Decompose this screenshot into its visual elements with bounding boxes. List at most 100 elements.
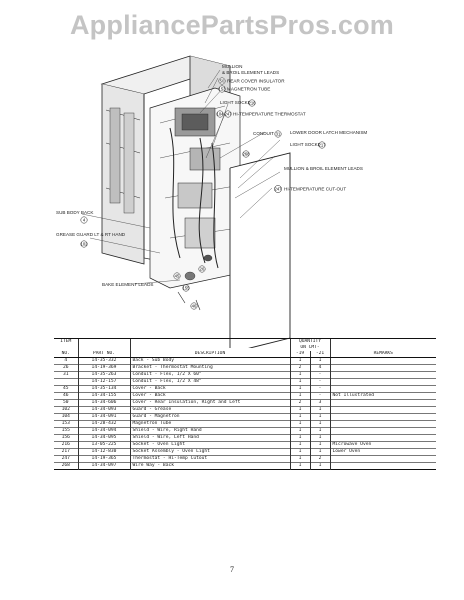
- cell-item: 104: [61, 414, 70, 419]
- col-qty-21: -21: [309, 351, 331, 358]
- callout-conduit: CONDUIT: [253, 131, 274, 136]
- cell-part: 14-34-095: [77, 434, 130, 442]
- cell-remarks: [329, 462, 437, 470]
- cell-q19: 1: [289, 406, 310, 414]
- cell-remarks: [329, 420, 437, 428]
- cell-q19: 1: [289, 455, 310, 463]
- cell-item: 26: [62, 365, 69, 370]
- cell-part: 14-35-263: [77, 371, 130, 379]
- cell-remarks: [329, 406, 437, 414]
- ref-num: 153: [219, 87, 227, 92]
- callout-thermostat: HI-TEMPERATURE THERMOSTAT: [233, 112, 306, 117]
- cell-part: 14-12-157: [77, 378, 130, 386]
- cell-q19: 1: [289, 392, 310, 400]
- callout-mullion-mid: MULLION & BROIL ELEMENT LEADS: [284, 166, 363, 171]
- cell-item: 156: [61, 435, 70, 440]
- parts-table-wrapper: ITEM QUANTITY ON CMT- NO. PART NO. DESCR…: [54, 338, 437, 470]
- cell-desc: Cover - Back: [129, 385, 290, 393]
- callout-magnetron: MAGNETRON TUBE: [227, 87, 270, 92]
- page-number: 7: [230, 565, 234, 574]
- cell-part: 14-19-365: [77, 455, 130, 463]
- cell-q21: -: [309, 392, 331, 400]
- callout-sub-body: SUB BODY BACK: [56, 210, 94, 215]
- cell-part: 14-35-332: [77, 357, 130, 365]
- cell-item: 153: [61, 421, 70, 426]
- callout-rear-cover: REAR COVER INSULATOR: [227, 79, 285, 84]
- cell-desc: Magnetron Tube: [129, 420, 290, 428]
- col-part-no: PART NO.: [77, 351, 130, 358]
- oven-drawing: [100, 55, 291, 348]
- callout-cutout: HI-TEMPERATURE CUT-OUT: [284, 187, 346, 192]
- parts-table: ITEM QUANTITY ON CMT- NO. PART NO. DESCR…: [54, 338, 437, 470]
- cell-remarks: [329, 427, 437, 435]
- callout-bake: BAKE ELEMENT LEADS: [102, 282, 154, 287]
- cell-item: 216: [61, 442, 70, 447]
- callout-grease-guard: GREASE GUARD LT & RT HAND: [56, 232, 126, 237]
- callout-mullion-top: MULLION: [222, 64, 242, 69]
- cell-desc: Thermostat - Hi-Temp Cutout: [129, 455, 290, 463]
- ref-num: 50: [220, 79, 225, 84]
- cell-part: 14-34-091: [77, 413, 130, 421]
- cell-q19: 1: [289, 378, 310, 386]
- cell-q21: 1: [309, 462, 331, 470]
- cell-part: 14-28-432: [77, 420, 130, 428]
- ref-num: 247: [275, 187, 283, 192]
- col-description: DESCRIPTION: [129, 351, 290, 358]
- cell-desc: Guard - Grease: [129, 406, 290, 414]
- leader-lines: [81, 69, 281, 285]
- cell-remarks: Lower Oven: [329, 448, 437, 456]
- cell-desc: Shield - Wire, Right Hand: [129, 427, 290, 435]
- cell-item: 31: [62, 372, 69, 377]
- cell-q19: 1: [289, 448, 310, 456]
- cell-q21: 1: [309, 406, 331, 414]
- cell-q21: 1: [309, 357, 331, 365]
- cell-part: 14-19-369: [77, 364, 130, 372]
- cell-part: 14-34-155: [77, 392, 130, 400]
- callout-light-lower: LIGHT SOCKET: [290, 142, 324, 147]
- exploded-diagram: MULLION & BROIL ELEMENT LEADS 50 REAR CO…: [56, 55, 367, 348]
- cell-remarks: Not Illustrated: [329, 392, 437, 400]
- ref-num: 217: [319, 143, 327, 148]
- cell-q21: -: [309, 385, 331, 393]
- watermark: AppliancePartsPros.com: [69, 10, 394, 40]
- cell-remarks: [329, 357, 437, 365]
- cell-desc: Conduit - Flex, 1/2 X 60": [129, 371, 290, 379]
- callout-light-upper: LIGHT SOCKET: [220, 100, 254, 105]
- cell-desc: Conduit - Flex, 1/2 X 48": [129, 378, 290, 386]
- cell-q19: 2: [289, 364, 310, 372]
- ref-num: 31: [276, 132, 281, 137]
- cell-q19: 1: [289, 420, 310, 428]
- cell-q19: 1: [289, 427, 310, 435]
- cell-desc: Cover - Back: [129, 392, 290, 400]
- cell-item: 247: [61, 456, 70, 461]
- col-item-no: NO.: [54, 351, 78, 358]
- cell-part: 14-34-094: [77, 427, 130, 435]
- cell-q21: 1: [309, 420, 331, 428]
- cell-desc: Socket Assembly - Oven Light: [129, 448, 290, 456]
- callouts: MULLION & BROIL ELEMENT LEADS 50 REAR CO…: [56, 64, 367, 310]
- ref-num: 268: [243, 152, 251, 157]
- ref-num: 4: [83, 218, 86, 223]
- cell-item: 155: [61, 428, 70, 433]
- cell-item: 102: [61, 407, 70, 412]
- cell-part: 14-12-830: [77, 448, 130, 456]
- cell-item: 217: [61, 449, 70, 454]
- cell-part: 14-34-093: [77, 406, 130, 414]
- callout-latch: LOWER DOOR LATCH MECHANISM: [290, 130, 367, 135]
- cell-desc: Socket - Oven Light: [129, 441, 290, 449]
- cell-item: 45: [62, 386, 69, 391]
- col-remarks: REMARKS: [329, 351, 437, 358]
- col-item-top: ITEM: [54, 338, 78, 345]
- cell-q21: -: [309, 378, 331, 386]
- cell-remarks: [329, 385, 437, 393]
